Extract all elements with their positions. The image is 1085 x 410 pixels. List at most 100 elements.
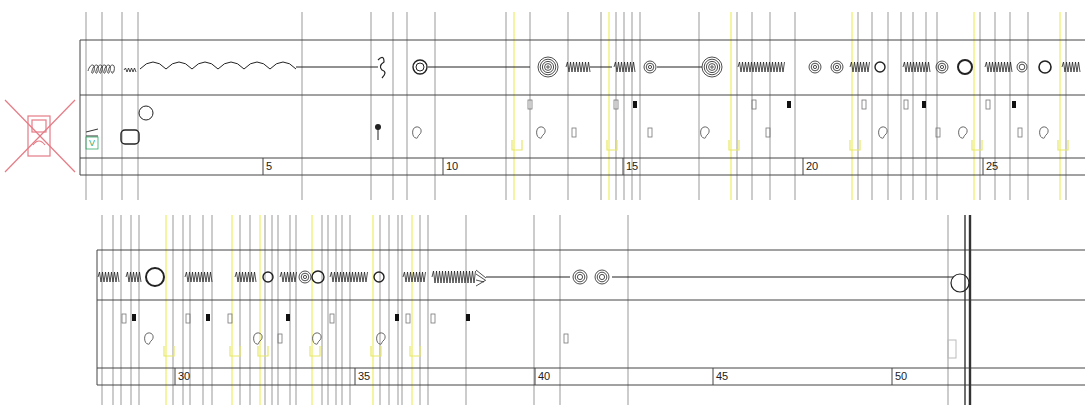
circle-symbol xyxy=(1039,61,1051,73)
bar-line xyxy=(290,215,291,405)
bar-line xyxy=(428,215,429,405)
spiral-symbol xyxy=(706,61,717,72)
drum-symbol xyxy=(121,130,139,144)
bar-line xyxy=(139,215,140,405)
staff-line xyxy=(80,95,1085,96)
spiral-symbol xyxy=(809,61,821,73)
measure-number: 20 xyxy=(806,161,818,172)
circle-symbol xyxy=(875,62,885,72)
yellow-bracket xyxy=(972,140,982,150)
tab-symbol xyxy=(986,100,990,109)
ear-symbol xyxy=(959,127,968,138)
ear-symbol xyxy=(313,333,322,344)
spiral-symbol xyxy=(540,59,556,75)
spiral-symbol xyxy=(813,65,816,68)
spring-symbol xyxy=(1062,62,1080,72)
tab-symbol xyxy=(186,314,190,323)
circle-symbol xyxy=(951,274,969,292)
flag-symbol xyxy=(206,314,210,321)
circle-symbol xyxy=(416,63,424,71)
tab-symbol xyxy=(614,100,618,109)
measure-number: 5 xyxy=(266,161,272,172)
circle-symbol xyxy=(413,60,427,74)
yellow-bracket xyxy=(310,346,320,356)
bar-line xyxy=(278,215,279,405)
yellow-bracket xyxy=(230,346,240,356)
measure-tick xyxy=(892,368,893,385)
sustain-line xyxy=(296,67,378,68)
spring-symbol xyxy=(985,62,1012,72)
measure-tick xyxy=(175,368,176,385)
staff-line xyxy=(590,67,612,68)
spring-symbol xyxy=(330,272,368,282)
spiral-symbol xyxy=(595,270,609,284)
tab-symbol xyxy=(278,334,282,343)
spiral-symbol xyxy=(1017,62,1027,72)
staff-line xyxy=(486,277,570,278)
measure-tick xyxy=(355,368,356,385)
bar-line xyxy=(173,215,174,405)
spring-symbol xyxy=(124,68,136,72)
spiral-symbol xyxy=(646,63,654,71)
tab-symbol xyxy=(330,314,334,323)
sustain-line xyxy=(428,67,530,68)
cue-line xyxy=(411,215,412,405)
staff-line xyxy=(97,250,1085,251)
bar-line xyxy=(328,215,329,405)
spiral-symbol xyxy=(811,63,819,71)
spiral-symbol xyxy=(648,65,651,68)
cue-line xyxy=(165,215,166,405)
spiral-symbol xyxy=(597,272,607,282)
flag-symbol xyxy=(395,314,399,321)
cue-line xyxy=(259,215,260,405)
bar-line xyxy=(402,215,403,405)
sustain-line xyxy=(612,277,953,278)
spring-symbol xyxy=(185,272,212,282)
yellow-bracket xyxy=(164,346,174,356)
bar-line xyxy=(203,215,204,405)
bar-line xyxy=(534,215,535,405)
spiral-symbol xyxy=(301,273,309,281)
tab-symbol xyxy=(122,314,126,323)
tab-symbol xyxy=(766,128,770,137)
spiral-symbol xyxy=(936,61,948,73)
bar-line xyxy=(380,215,381,405)
spiral-symbol xyxy=(940,65,943,68)
spiral-symbol xyxy=(599,274,604,279)
measure-tick xyxy=(713,368,714,385)
ear-symbol xyxy=(413,127,422,138)
tab-symbol xyxy=(431,314,435,323)
yellow-bracket xyxy=(1058,140,1068,150)
measure-tick xyxy=(623,158,624,175)
tab-symbol xyxy=(752,100,756,109)
ear-symbol xyxy=(254,333,263,344)
tab-symbol xyxy=(406,314,410,323)
cue-line xyxy=(372,215,373,405)
spring-symbol xyxy=(98,272,119,282)
yellow-bracket xyxy=(371,346,381,356)
staff-line xyxy=(657,67,702,68)
spring-symbol xyxy=(126,272,141,282)
spiral-symbol xyxy=(831,61,843,73)
ear-symbol xyxy=(145,333,154,344)
ear-symbol xyxy=(701,127,710,138)
measure-number: 50 xyxy=(895,371,907,382)
spring-symbol xyxy=(850,62,870,72)
cue-line xyxy=(311,215,312,405)
flag-symbol xyxy=(132,314,136,321)
measure-number: 25 xyxy=(986,161,998,172)
measure-number: 35 xyxy=(358,371,370,382)
circle-symbol xyxy=(374,272,384,282)
tab-symbol xyxy=(648,128,652,137)
bar-line xyxy=(113,215,114,405)
bar-line xyxy=(212,215,213,405)
fan-symbol xyxy=(476,270,486,286)
flag-symbol xyxy=(922,101,926,108)
loop-symbol xyxy=(88,65,114,73)
staff-line xyxy=(97,250,98,385)
spiral-symbol xyxy=(833,63,841,71)
tab-symbol xyxy=(936,128,940,137)
yellow-bracket xyxy=(607,140,617,150)
circle-symbol xyxy=(312,271,324,283)
ear-symbol xyxy=(377,333,386,344)
